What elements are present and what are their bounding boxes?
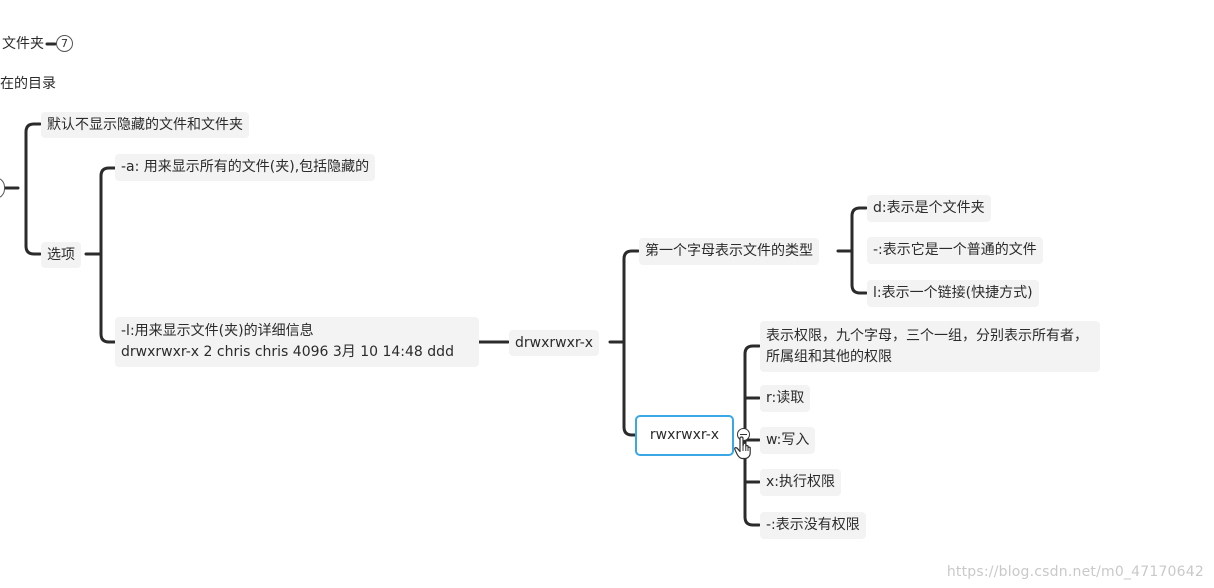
- hand-cursor-icon: [734, 436, 751, 460]
- option-l-example: drwxrwxr-x 2 chris chris 4096 3月 10 14:4…: [121, 344, 454, 360]
- partial-folder-node[interactable]: 文件夹: [0, 33, 50, 55]
- watermark-url: https://blog.csdn.net/m0_47170642: [946, 564, 1204, 580]
- node-type-l[interactable]: l:表示一个链接(快捷方式): [867, 280, 1039, 307]
- node-perm-dash[interactable]: -:表示没有权限: [760, 512, 866, 539]
- node-perm-r[interactable]: r:读取: [760, 385, 811, 412]
- node-perm-description[interactable]: 表示权限，九个字母，三个一组，分别表示所有者，所属组和其他的权限: [760, 321, 1100, 372]
- node-option-a[interactable]: -a: 用来显示所有的文件(夹),包括隐藏的: [115, 154, 376, 181]
- node-option-l[interactable]: -l:用来显示文件(夹)的详细信息 drwxrwxr-x 2 chris chr…: [115, 317, 479, 367]
- option-l-title: -l:用来显示文件(夹)的详细信息: [121, 323, 314, 339]
- node-perm-x[interactable]: x:执行权限: [760, 469, 842, 496]
- node-type-d[interactable]: d:表示是个文件夹: [867, 195, 991, 222]
- node-rwx-selected[interactable]: rwxrwxr-x: [635, 415, 734, 456]
- node-type-dash[interactable]: -:表示它是一个普通的文件: [867, 237, 1043, 264]
- node-first-char[interactable]: 第一个字母表示文件的类型: [639, 238, 819, 265]
- partial-directory-label: 在的目录: [0, 75, 56, 92]
- node-default-hidden[interactable]: 默认不显示隐藏的文件和文件夹: [41, 112, 249, 138]
- partial-directory-node[interactable]: 在的目录: [0, 73, 62, 95]
- partial-folder-label: 文件夹: [2, 35, 44, 52]
- collapsed-count-badge[interactable]: 7: [56, 35, 73, 52]
- node-perm-string[interactable]: drwxrwxr-x: [509, 330, 600, 356]
- node-options[interactable]: 选项: [41, 242, 81, 268]
- node-perm-w[interactable]: w:写入: [760, 427, 816, 454]
